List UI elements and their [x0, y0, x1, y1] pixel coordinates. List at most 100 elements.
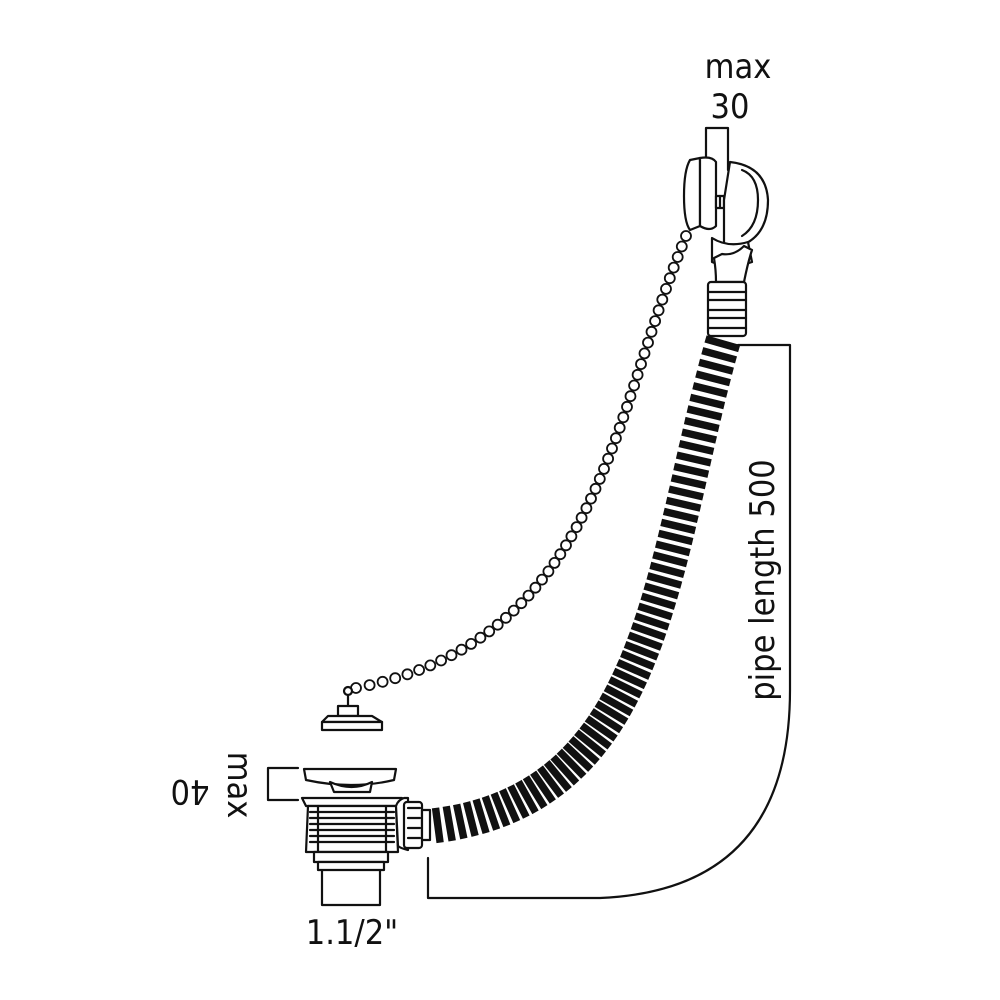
overflow-elbow — [712, 244, 754, 284]
chain-bead — [507, 604, 520, 617]
chain-bead — [675, 240, 688, 253]
chain-bead — [483, 625, 496, 638]
pipe-length-label: pipe length 500 — [743, 459, 783, 701]
chain-bead — [649, 315, 661, 328]
chain-bead — [638, 347, 651, 360]
pipe-rib — [689, 393, 726, 410]
pipe-rib — [530, 770, 556, 804]
waste-max-label: max — [219, 752, 259, 819]
chain-bead — [424, 659, 437, 672]
pipe-rib — [623, 640, 660, 661]
pipe-rib — [472, 798, 490, 835]
chain-bead — [580, 502, 593, 515]
bead-chain — [350, 230, 692, 694]
thread-size-label: 1.1/2" — [306, 913, 398, 953]
pipe-rib — [692, 382, 729, 398]
chain-bead — [613, 421, 626, 434]
chain-bead — [445, 649, 458, 662]
chain-bead — [660, 282, 672, 295]
chain-bead — [575, 511, 588, 524]
chain-bead — [455, 643, 468, 656]
pipe-rib — [673, 462, 710, 478]
chain-bead — [621, 400, 633, 413]
chain-bead — [652, 304, 665, 317]
chain-bead — [671, 251, 684, 263]
pipe-rib — [584, 715, 618, 742]
pipe-rib — [594, 700, 629, 725]
pipe-rib — [608, 676, 643, 699]
chain-bead — [585, 492, 597, 505]
pipe-rib — [643, 582, 680, 600]
chain-bead — [548, 557, 561, 569]
pipe-rib — [649, 561, 686, 579]
chain-bead — [465, 638, 478, 650]
waste-max-value: 40 — [171, 771, 210, 811]
pipe-rib — [599, 692, 634, 717]
chain-bead — [529, 581, 542, 594]
pipe-rib — [574, 729, 607, 758]
pipe-rib — [603, 684, 639, 708]
chain-bead — [663, 272, 676, 285]
chain-bead — [667, 261, 680, 274]
pipe-rib — [481, 795, 501, 831]
pipe-rib — [654, 540, 691, 557]
pipe-rib — [681, 428, 718, 444]
chain-bead — [606, 442, 618, 455]
chain-bead — [602, 452, 614, 465]
pipe-rib — [695, 370, 731, 387]
pipe-rib — [657, 529, 694, 546]
chain-bead — [570, 521, 583, 533]
pipe-rib — [646, 572, 683, 589]
pipe-rib — [499, 788, 521, 824]
pipe-rib — [683, 416, 720, 433]
chain-bead — [413, 664, 426, 676]
chain-bead — [565, 530, 578, 543]
chain-bead — [631, 368, 644, 381]
pipe-rib — [616, 659, 652, 680]
pipe-rib — [515, 779, 539, 815]
pipe-rib — [490, 791, 511, 828]
plug — [320, 685, 384, 732]
pipe-rib — [698, 358, 734, 375]
chain-bead — [598, 462, 610, 475]
chain-bead — [624, 390, 637, 403]
pipe-rib — [612, 667, 647, 690]
chain-bead — [542, 565, 555, 578]
pipe-rib — [568, 736, 600, 765]
overflow-max-dimension — [704, 126, 730, 172]
pipe-rib — [556, 748, 587, 779]
pipe-rib — [686, 405, 723, 421]
waste-max-dimension — [266, 766, 300, 802]
overflow-max-value: 30 — [711, 87, 750, 127]
pipe-rib — [630, 622, 667, 641]
chain-bead — [645, 325, 658, 338]
chain-bead — [389, 672, 402, 685]
pipe-length-dimension — [426, 343, 792, 900]
pipe-rib — [652, 551, 688, 568]
pipe-rib — [462, 801, 479, 837]
chain-bead — [499, 611, 512, 624]
pipe-rib — [660, 518, 697, 535]
pipe-rib — [634, 612, 670, 631]
flexible-pipe — [431, 335, 741, 844]
pipe-rib — [550, 754, 580, 786]
chain-bead — [642, 336, 654, 349]
chain-bead — [554, 548, 567, 561]
overflow-faceplate — [682, 156, 702, 232]
pipe-rib — [668, 485, 704, 501]
pipe-rib — [701, 347, 738, 364]
overflow-assembly — [682, 156, 770, 338]
chain-bead — [435, 654, 448, 667]
pipe-rib — [442, 805, 456, 842]
pipe-rib — [453, 803, 468, 840]
pipe-rib — [579, 722, 613, 750]
pipe-rib — [670, 474, 707, 490]
chain-bead — [680, 230, 692, 242]
pipe-rib — [662, 507, 699, 524]
pipe-rib — [562, 742, 594, 772]
waste-flange — [302, 767, 398, 787]
chain-bead — [401, 668, 414, 681]
pipe-rib — [675, 451, 712, 467]
pipe-rib — [522, 775, 548, 810]
